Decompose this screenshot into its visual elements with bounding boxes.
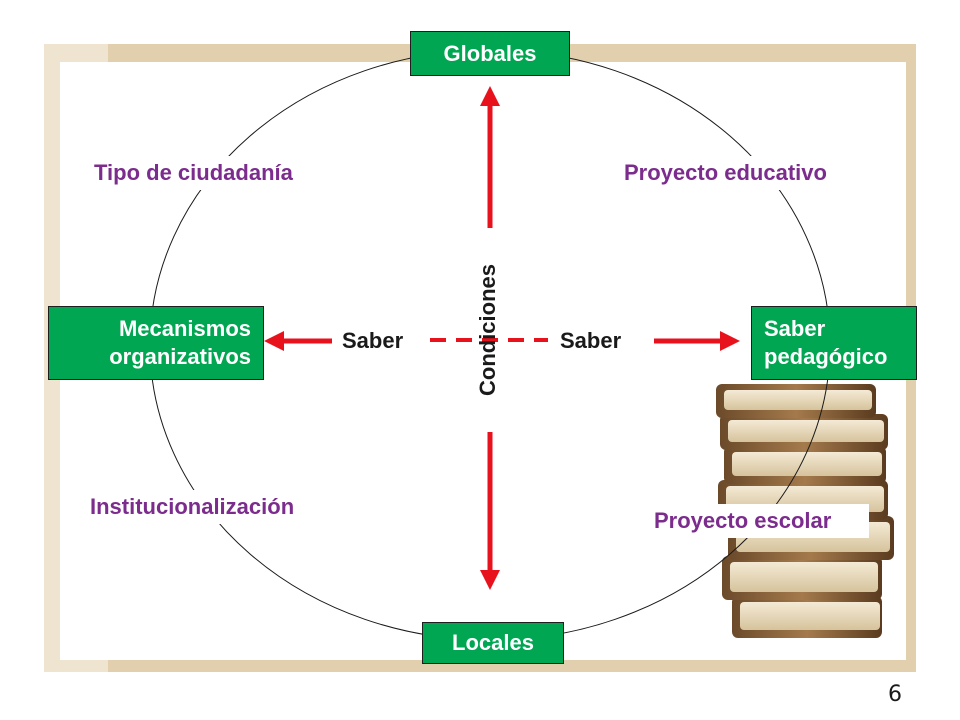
node-globales: Globales — [410, 31, 570, 76]
label-proyecto-educativo: Proyecto educativo — [616, 156, 835, 190]
label-proyecto-escolar: Proyecto escolar — [640, 504, 870, 538]
book-2 — [722, 556, 882, 600]
arrow-down-icon — [480, 432, 500, 590]
book-6 — [720, 414, 888, 450]
book-1 — [732, 596, 882, 638]
node-locales: Locales — [422, 622, 564, 664]
arrow-up-icon — [480, 86, 500, 228]
book-5 — [724, 446, 886, 484]
label-saber-right: Saber — [560, 328, 622, 353]
label-saber-left: Saber — [342, 328, 404, 353]
node-mecanismos-line1: Mecanismos — [118, 316, 251, 341]
label-institucionalizacion: Institucionalización — [80, 490, 303, 524]
book-7 — [716, 384, 876, 418]
node-mecanismos-line2: organizativos — [109, 344, 251, 369]
node-mecanismos-organizativos: Mecanismos organizativos — [48, 306, 264, 380]
node-locales-label: Locales — [452, 630, 534, 655]
label-tipo-de-ciudadania: Tipo de ciudadanía — [66, 156, 301, 190]
node-saber-line2: pedagógico — [764, 344, 888, 369]
label-condiciones: Condiciones — [475, 263, 500, 397]
arrow-right-icon — [654, 331, 740, 351]
page-number: 6 — [888, 682, 902, 707]
node-saber-pedagogico: Saber pedagógico — [751, 306, 917, 380]
node-saber-line1: Saber — [764, 316, 826, 341]
arrow-left-icon — [264, 331, 332, 351]
node-globales-label: Globales — [443, 40, 537, 66]
